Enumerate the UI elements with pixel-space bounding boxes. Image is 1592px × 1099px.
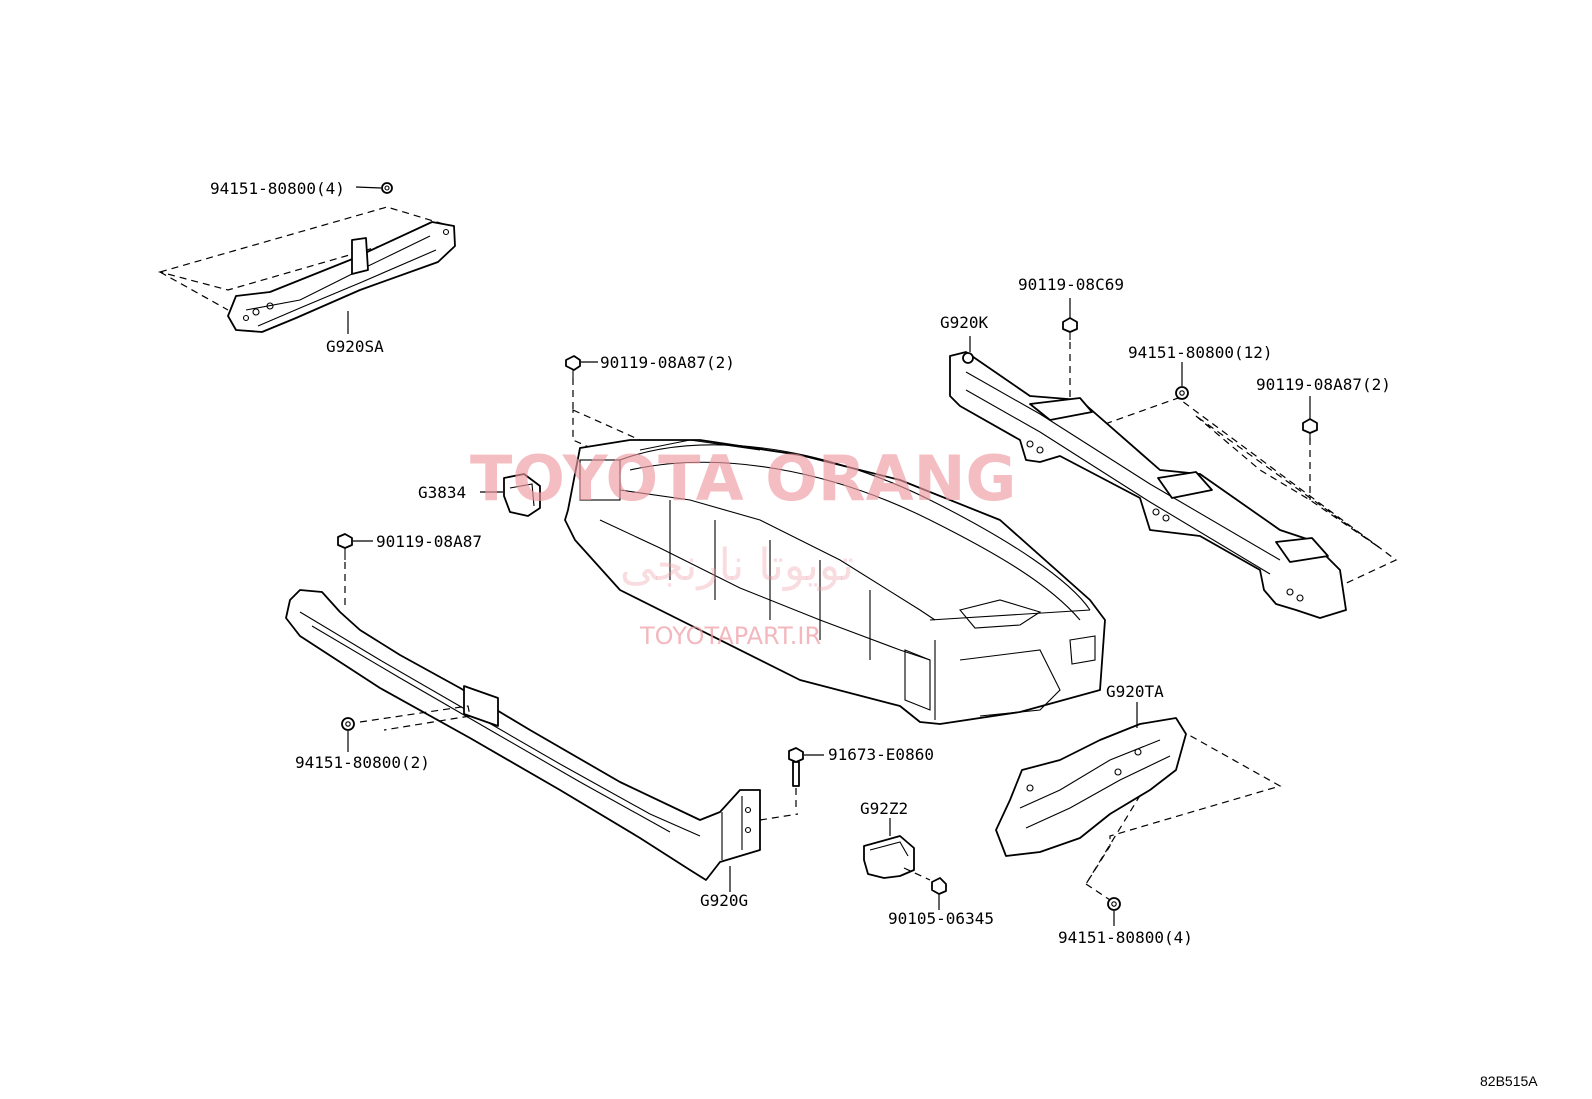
label-bolt-90105: 90105-06345 <box>888 909 994 928</box>
diagram-ref-code: 82B515A <box>1480 1073 1538 1089</box>
bolt-08c69-icon <box>1062 298 1078 400</box>
label-g920ta: G920TA <box>1106 682 1164 701</box>
label-bolt-center-top: 90119-08A87(2) <box>600 353 735 372</box>
watermark-site: TOYOTAPART.IR <box>639 622 821 650</box>
nut-top-left-icon <box>355 182 393 194</box>
label-g920g: G920G <box>700 891 748 910</box>
bolt-90105-icon <box>903 867 947 910</box>
nut-bottom-right-icon <box>1107 897 1121 926</box>
label-bolt-left-single: 90119-08A87 <box>376 532 482 551</box>
clip-g92z2[interactable] <box>863 818 915 879</box>
member-g920g[interactable] <box>285 589 799 892</box>
label-nut-top-left: 94151-80800(4) <box>210 179 345 198</box>
bracket-g920ta[interactable] <box>995 702 1282 901</box>
watermark-script: تویوتا نارنجی <box>620 540 854 591</box>
nut-12-icon <box>1175 362 1189 400</box>
bolt-left-single-icon <box>337 533 373 606</box>
label-bolt-08c69: 90119-08C69 <box>1018 275 1124 294</box>
label-nut-12: 94151-80800(12) <box>1128 343 1273 362</box>
bracket-g920sa[interactable] <box>157 206 456 334</box>
clip-g3834[interactable] <box>480 473 541 517</box>
bolt-91673-icon <box>788 747 824 812</box>
label-nut-left-2: 94151-80800(2) <box>295 753 430 772</box>
label-bolt-91673: 91673-E0860 <box>828 745 934 764</box>
label-g920sa: G920SA <box>326 337 384 356</box>
label-g92z2: G92Z2 <box>860 799 908 818</box>
nut-left-2-icon <box>341 705 471 752</box>
label-bolt-right: 90119-08A87(2) <box>1256 375 1391 394</box>
label-g920k: G920K <box>940 313 989 332</box>
watermark-brand: TOYOTA ORANG <box>470 442 1016 515</box>
label-nut-bottom-right: 94151-80800(4) <box>1058 928 1193 947</box>
label-g3834: G3834 <box>418 483 466 502</box>
rail-g920k[interactable] <box>949 336 1398 619</box>
bolt-right-icon <box>1302 396 1318 440</box>
bolt-center-top-icon <box>565 355 598 378</box>
hybrid-battery-pack[interactable] <box>564 378 1106 725</box>
